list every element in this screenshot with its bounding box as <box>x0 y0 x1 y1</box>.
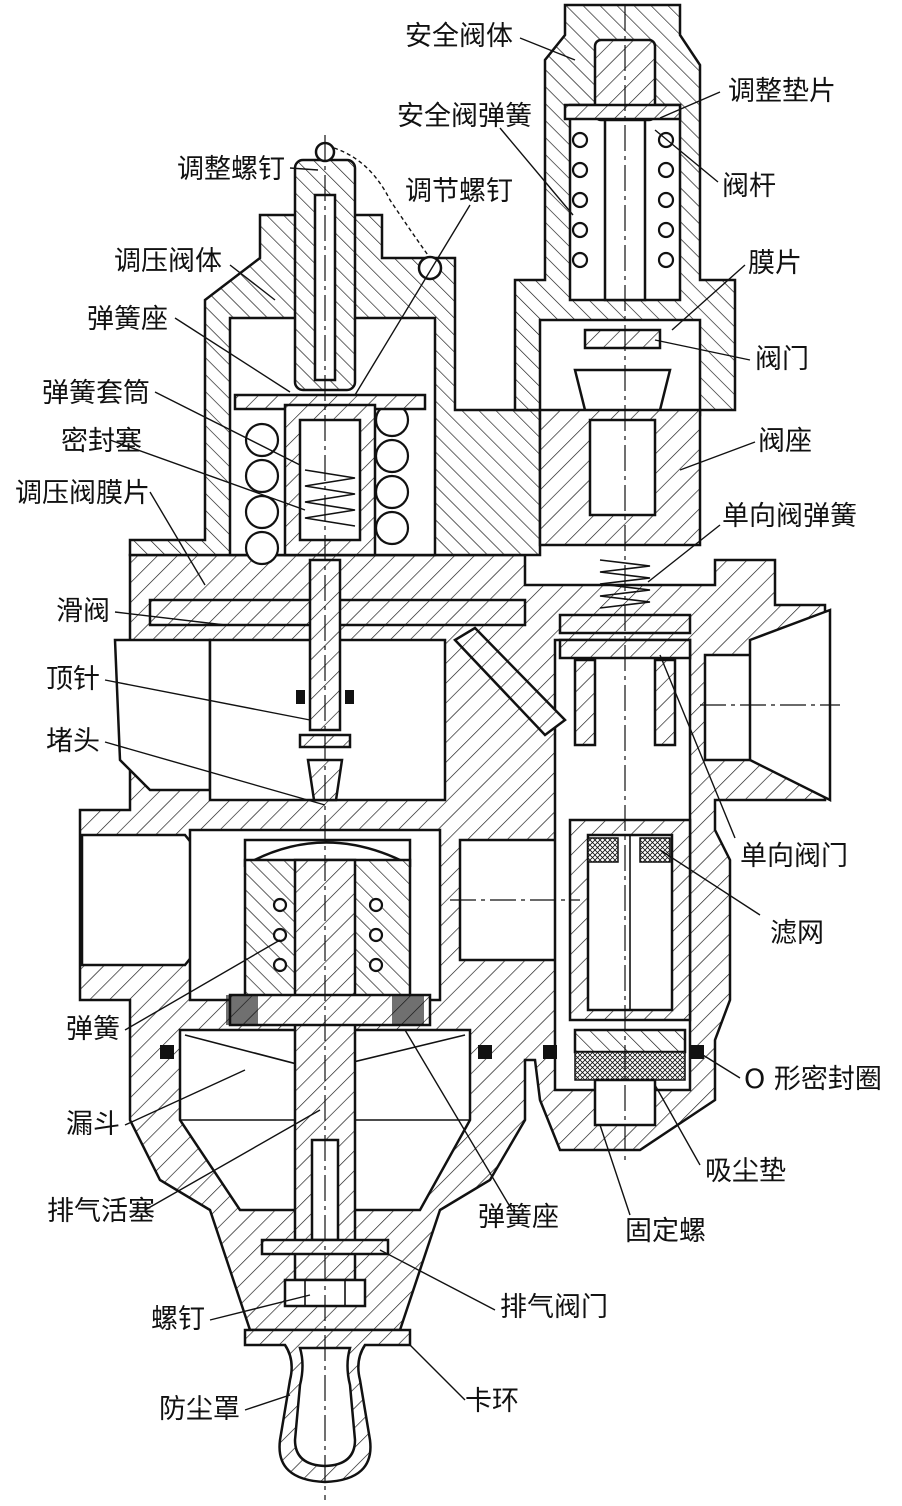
label-spring: 弹簧 <box>66 1014 120 1045</box>
label-valve-door: 阀门 <box>755 344 809 375</box>
label-check-valve-spring: 单向阀弹簧 <box>722 501 857 532</box>
labels-right: 安全阀体 安全阀弹簧 调整垫片 调节螺钉 阀杆 膜片 阀门 阀座 单向阀弹簧 单… <box>397 21 882 1417</box>
label-membrane: 膜片 <box>748 248 802 279</box>
label-ejector-pin: 顶针 <box>46 664 100 695</box>
lower-spring <box>272 897 384 973</box>
main-body <box>78 553 832 1332</box>
leader-lines <box>104 37 761 1411</box>
label-check-valve-door: 单向阀门 <box>740 841 848 872</box>
label-slide-valve: 滑阀 <box>56 596 110 627</box>
label-valve-stem: 阀杆 <box>722 171 776 202</box>
label-seal-plug: 密封塞 <box>61 426 142 457</box>
filter-part <box>160 818 704 1127</box>
label-spring-sleeve: 弹簧套筒 <box>42 378 150 409</box>
label-spring-seat-bottom: 弹簧座 <box>478 1202 559 1233</box>
label-filter-screen: 滤网 <box>770 918 824 949</box>
safety-spring <box>571 131 675 269</box>
label-fix-screw: 固定螺 <box>625 1216 706 1247</box>
label-funnel: 漏斗 <box>66 1109 120 1140</box>
label-safety-valve-body: 安全阀体 <box>405 21 513 52</box>
label-plug: 堵头 <box>46 726 100 757</box>
label-regulating-screw: 调节螺钉 <box>405 176 513 207</box>
labels-left: 调整螺钉 调压阀体 弹簧座 弹簧套筒 密封塞 调压阀膜片 滑阀 顶针 堵头 弹簧… <box>15 154 285 1425</box>
regulator-spring <box>244 402 410 566</box>
label-adjust-shim: 调整垫片 <box>728 76 836 107</box>
label-exhaust-valve-door: 排气阀门 <box>500 1292 608 1323</box>
label-regulator-diaphragm: 调压阀膜片 <box>15 478 150 509</box>
label-dust-pad: 吸尘垫 <box>705 1156 786 1187</box>
dust-cap-part <box>243 1328 412 1484</box>
diagonal-passage <box>453 626 567 737</box>
label-safety-valve-spring: 安全阀弹簧 <box>397 101 532 132</box>
label-valve-seat: 阀座 <box>758 426 812 457</box>
label-regulator-body: 调压阀体 <box>114 246 222 277</box>
label-o-ring: O 形密封圈 <box>744 1064 882 1095</box>
label-snap-ring: 卡环 <box>465 1386 519 1417</box>
label-dust-cap: 防尘罩 <box>159 1394 240 1425</box>
label-spring-seat-top: 弹簧座 <box>87 304 168 335</box>
label-adjust-screw: 调整螺钉 <box>177 154 285 185</box>
label-exhaust-piston: 排气活塞 <box>47 1196 155 1227</box>
label-screw: 螺钉 <box>151 1304 205 1335</box>
